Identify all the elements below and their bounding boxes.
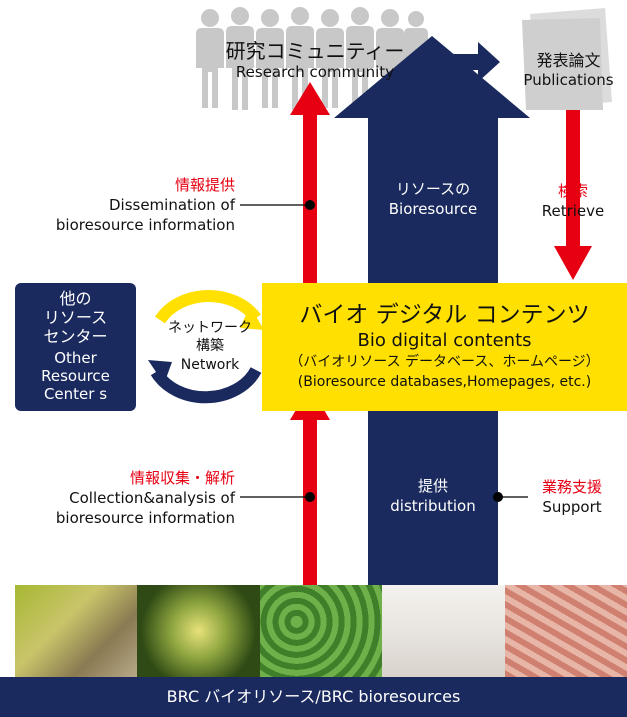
- bio-digital-title-en: Bio digital contents: [357, 330, 532, 351]
- support-jp: 業務支援: [541, 478, 602, 496]
- dissemination-en-2: bioresource information: [55, 216, 235, 234]
- other-centers-en-2: Resource: [41, 367, 110, 385]
- other-resource-centers-box: [15, 283, 136, 411]
- bio-digital-title-jp: バイオ デジタル コンテンツ: [299, 302, 590, 328]
- other-centers-jp-2: リソース: [43, 308, 108, 327]
- bio-digital-contents-box: [262, 283, 627, 411]
- collection-en-1: Collection&analysis of: [69, 489, 235, 507]
- network-en: Network: [180, 357, 240, 373]
- publications-en: Publications: [523, 71, 614, 89]
- retrieve-en: Retrieve: [541, 202, 605, 220]
- provide-en: distribution: [390, 497, 476, 515]
- bio-digital-sub-jp: （バイオリソース データベース、ホームページ）: [289, 354, 600, 370]
- other-centers-jp-3: センター: [43, 327, 108, 346]
- dna-sequence-photo: [382, 585, 505, 677]
- other-centers-jp-1: 他の: [59, 289, 92, 308]
- dissemination-arrow: [290, 82, 330, 283]
- collection-arrow: [290, 386, 330, 585]
- network-cycle-icon: [148, 289, 264, 404]
- dissemination-jp: 情報提供: [174, 176, 235, 194]
- provide-jp: 提供: [417, 477, 448, 495]
- other-centers-en-3: Center s: [43, 385, 108, 403]
- network-jp-2: 構築: [196, 338, 224, 354]
- support-en: Support: [542, 498, 602, 516]
- publications-papers-icon: [522, 8, 612, 110]
- collection-en-2: bioresource information: [55, 509, 235, 527]
- network-jp-1: ネットワーク: [168, 320, 252, 336]
- resource-jp: リソースの: [395, 180, 471, 198]
- bioresource-photo-strip: [15, 585, 627, 677]
- resource-en: Bioresource: [388, 200, 478, 218]
- arrow-to-publications: [452, 42, 500, 82]
- brc-bioresources-label: BRC バイオリソース/BRC bioresources: [166, 687, 461, 706]
- research-community-jp: 研究コミュニティー: [225, 39, 405, 63]
- cells-photo: [259, 585, 383, 677]
- microbe-photo: [504, 585, 627, 677]
- plant-photo: [137, 585, 260, 677]
- dissemination-en-1: Dissemination of: [108, 196, 235, 214]
- retrieve-jp: 検索: [557, 182, 588, 200]
- other-centers-en-1: Other: [54, 349, 97, 367]
- publications-jp: 発表論文: [536, 51, 601, 70]
- retrieve-arrow: [554, 110, 592, 280]
- collection-jp: 情報収集・解析: [129, 469, 235, 487]
- leader-dots: [305, 200, 503, 502]
- bio-digital-sub-en: (Bioresource databases,Homepages, etc.): [297, 374, 592, 390]
- research-community-en: Research community: [235, 63, 395, 81]
- bottom-bar: [0, 677, 627, 717]
- mouse-photo: [15, 585, 138, 677]
